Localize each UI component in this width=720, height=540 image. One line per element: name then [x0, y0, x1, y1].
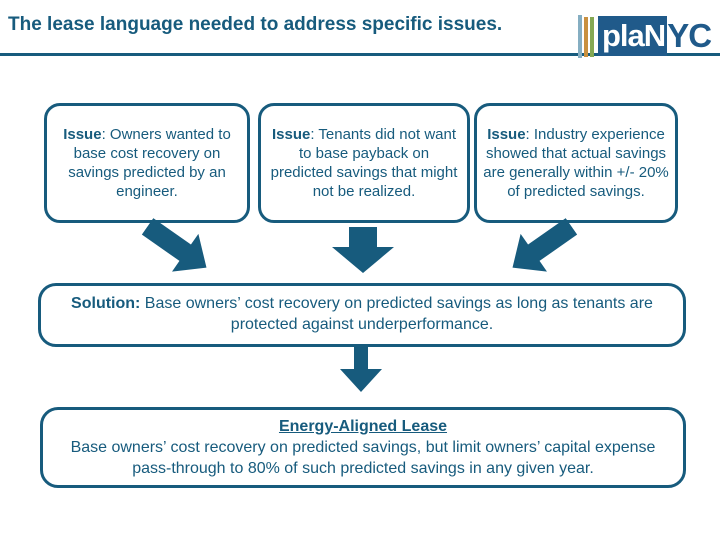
down-arrow-icon: [332, 227, 394, 273]
down-right-arrow-icon: [134, 208, 219, 287]
title-divider: [0, 53, 720, 56]
issue-text: Issue: Tenants did not want to base payb…: [270, 125, 458, 201]
issue-text: Issue: Industry experience showed that a…: [483, 125, 669, 201]
solution-box: Solution: Base owners’ cost recovery on …: [38, 283, 686, 347]
solution-label: Solution:: [71, 295, 141, 313]
issue-box-tenants: Issue: Tenants did not want to base payb…: [258, 103, 470, 223]
logo-yc-text: YC: [667, 17, 712, 54]
issue-box-owners: Issue: Owners wanted to base cost recove…: [44, 103, 250, 223]
solution-text: Solution: Base owners’ cost recovery on …: [71, 295, 653, 333]
issue-box-industry: Issue: Industry experience showed that a…: [474, 103, 678, 223]
planyc-logo: plaN YC: [578, 15, 712, 59]
issue-label: Issue: [63, 125, 102, 143]
logo-stripe-orange: [584, 17, 588, 57]
issue-label: Issue: [487, 125, 526, 143]
logo-stripe-green: [590, 17, 594, 57]
logo-plan-text: plaN: [598, 16, 668, 56]
issue-text: Issue: Owners wanted to base cost recove…: [63, 125, 231, 201]
issue-label: Issue: [271, 125, 311, 143]
down-arrow-icon: [340, 347, 382, 392]
down-left-arrow-icon: [499, 208, 584, 287]
result-title: Energy-Aligned Lease: [278, 417, 448, 435]
result-text: Base owners’ cost recovery on predicted …: [70, 438, 656, 478]
logo-stripe-blue: [578, 15, 582, 58]
energy-aligned-lease-box: Energy-Aligned Lease Base owners’ cost r…: [40, 407, 686, 488]
page-title: The lease language needed to address spe…: [8, 14, 503, 35]
